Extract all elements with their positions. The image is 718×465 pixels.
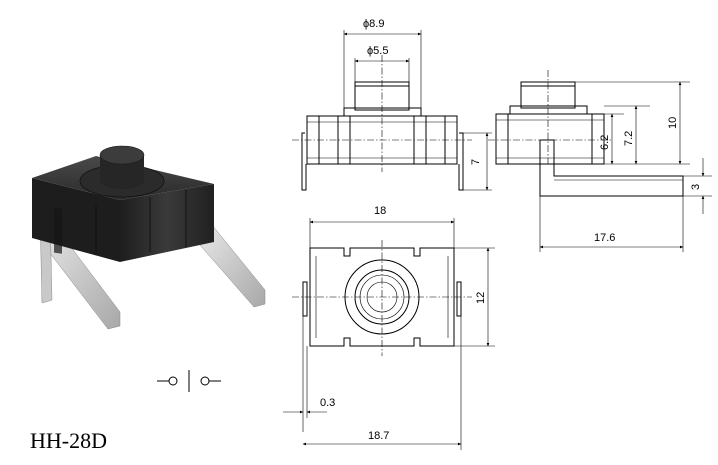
dim-inner-diameter: ϕ5.5 — [367, 45, 388, 57]
dim-outer-diameter: ϕ8.9 — [363, 18, 384, 30]
dim-lead-height: 7 — [470, 159, 482, 165]
switch-symbol — [157, 370, 221, 392]
dim-height-top: 7.2 — [623, 131, 635, 146]
side-view: 6.2 7.2 10 3 17.6 — [488, 70, 712, 252]
dim-lead-length: 17.6 — [594, 232, 615, 244]
plunger — [100, 155, 144, 189]
front-view: ϕ8.9 ϕ5.5 7 — [292, 18, 492, 191]
model-title: HH-28D — [30, 428, 107, 453]
dim-body-depth: 12 — [475, 292, 487, 304]
switch-body-side — [120, 184, 214, 262]
dim-lead-offset: 0.3 — [320, 397, 335, 409]
plunger-top — [99, 145, 145, 165]
dim-height-center: 6.2 — [599, 135, 611, 150]
dim-overall-width: 18.7 — [368, 430, 389, 442]
top-view: 18 12 0.3 18.7 — [283, 205, 495, 450]
switch-3d-render — [32, 145, 266, 330]
dim-lead-thickness: 3 — [690, 184, 702, 190]
dim-total-height: 10 — [667, 117, 679, 129]
dim-body-width: 18 — [374, 205, 386, 217]
